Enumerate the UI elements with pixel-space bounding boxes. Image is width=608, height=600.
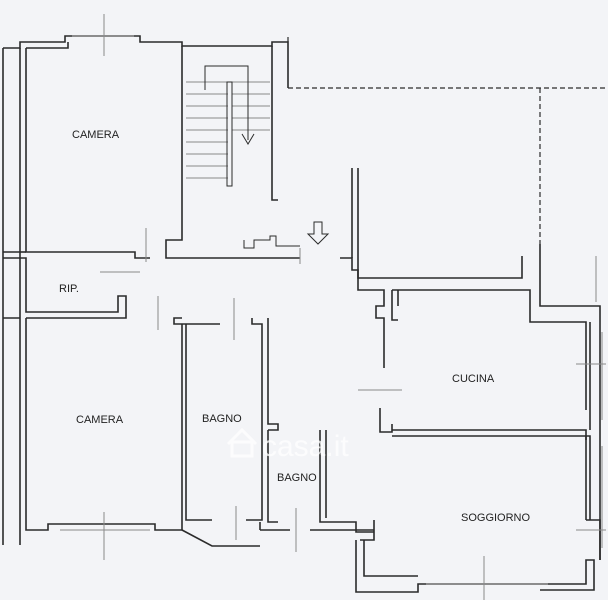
room-label-camera-bottom: CAMERA [76,414,124,426]
window-marks [60,14,606,600]
room-label-soggiorno: SOGGIORNO [461,512,531,524]
room-label-bagno-1: BAGNO [202,413,242,425]
room-label-cucina: CUCINA [452,373,495,385]
terrace-boundary [287,34,608,244]
watermark-text: casa.it [262,430,349,463]
room-label-rip: RIP. [59,283,79,295]
entry-arrow-icon [306,221,330,245]
room-label-bagno-2: BAGNO [277,472,317,484]
house-logo-icon [226,427,258,458]
casa-it-watermark: casa.it [226,427,349,463]
staircase [186,65,300,249]
room-label-camera-top: CAMERA [72,129,120,141]
outer-walls [2,35,601,593]
